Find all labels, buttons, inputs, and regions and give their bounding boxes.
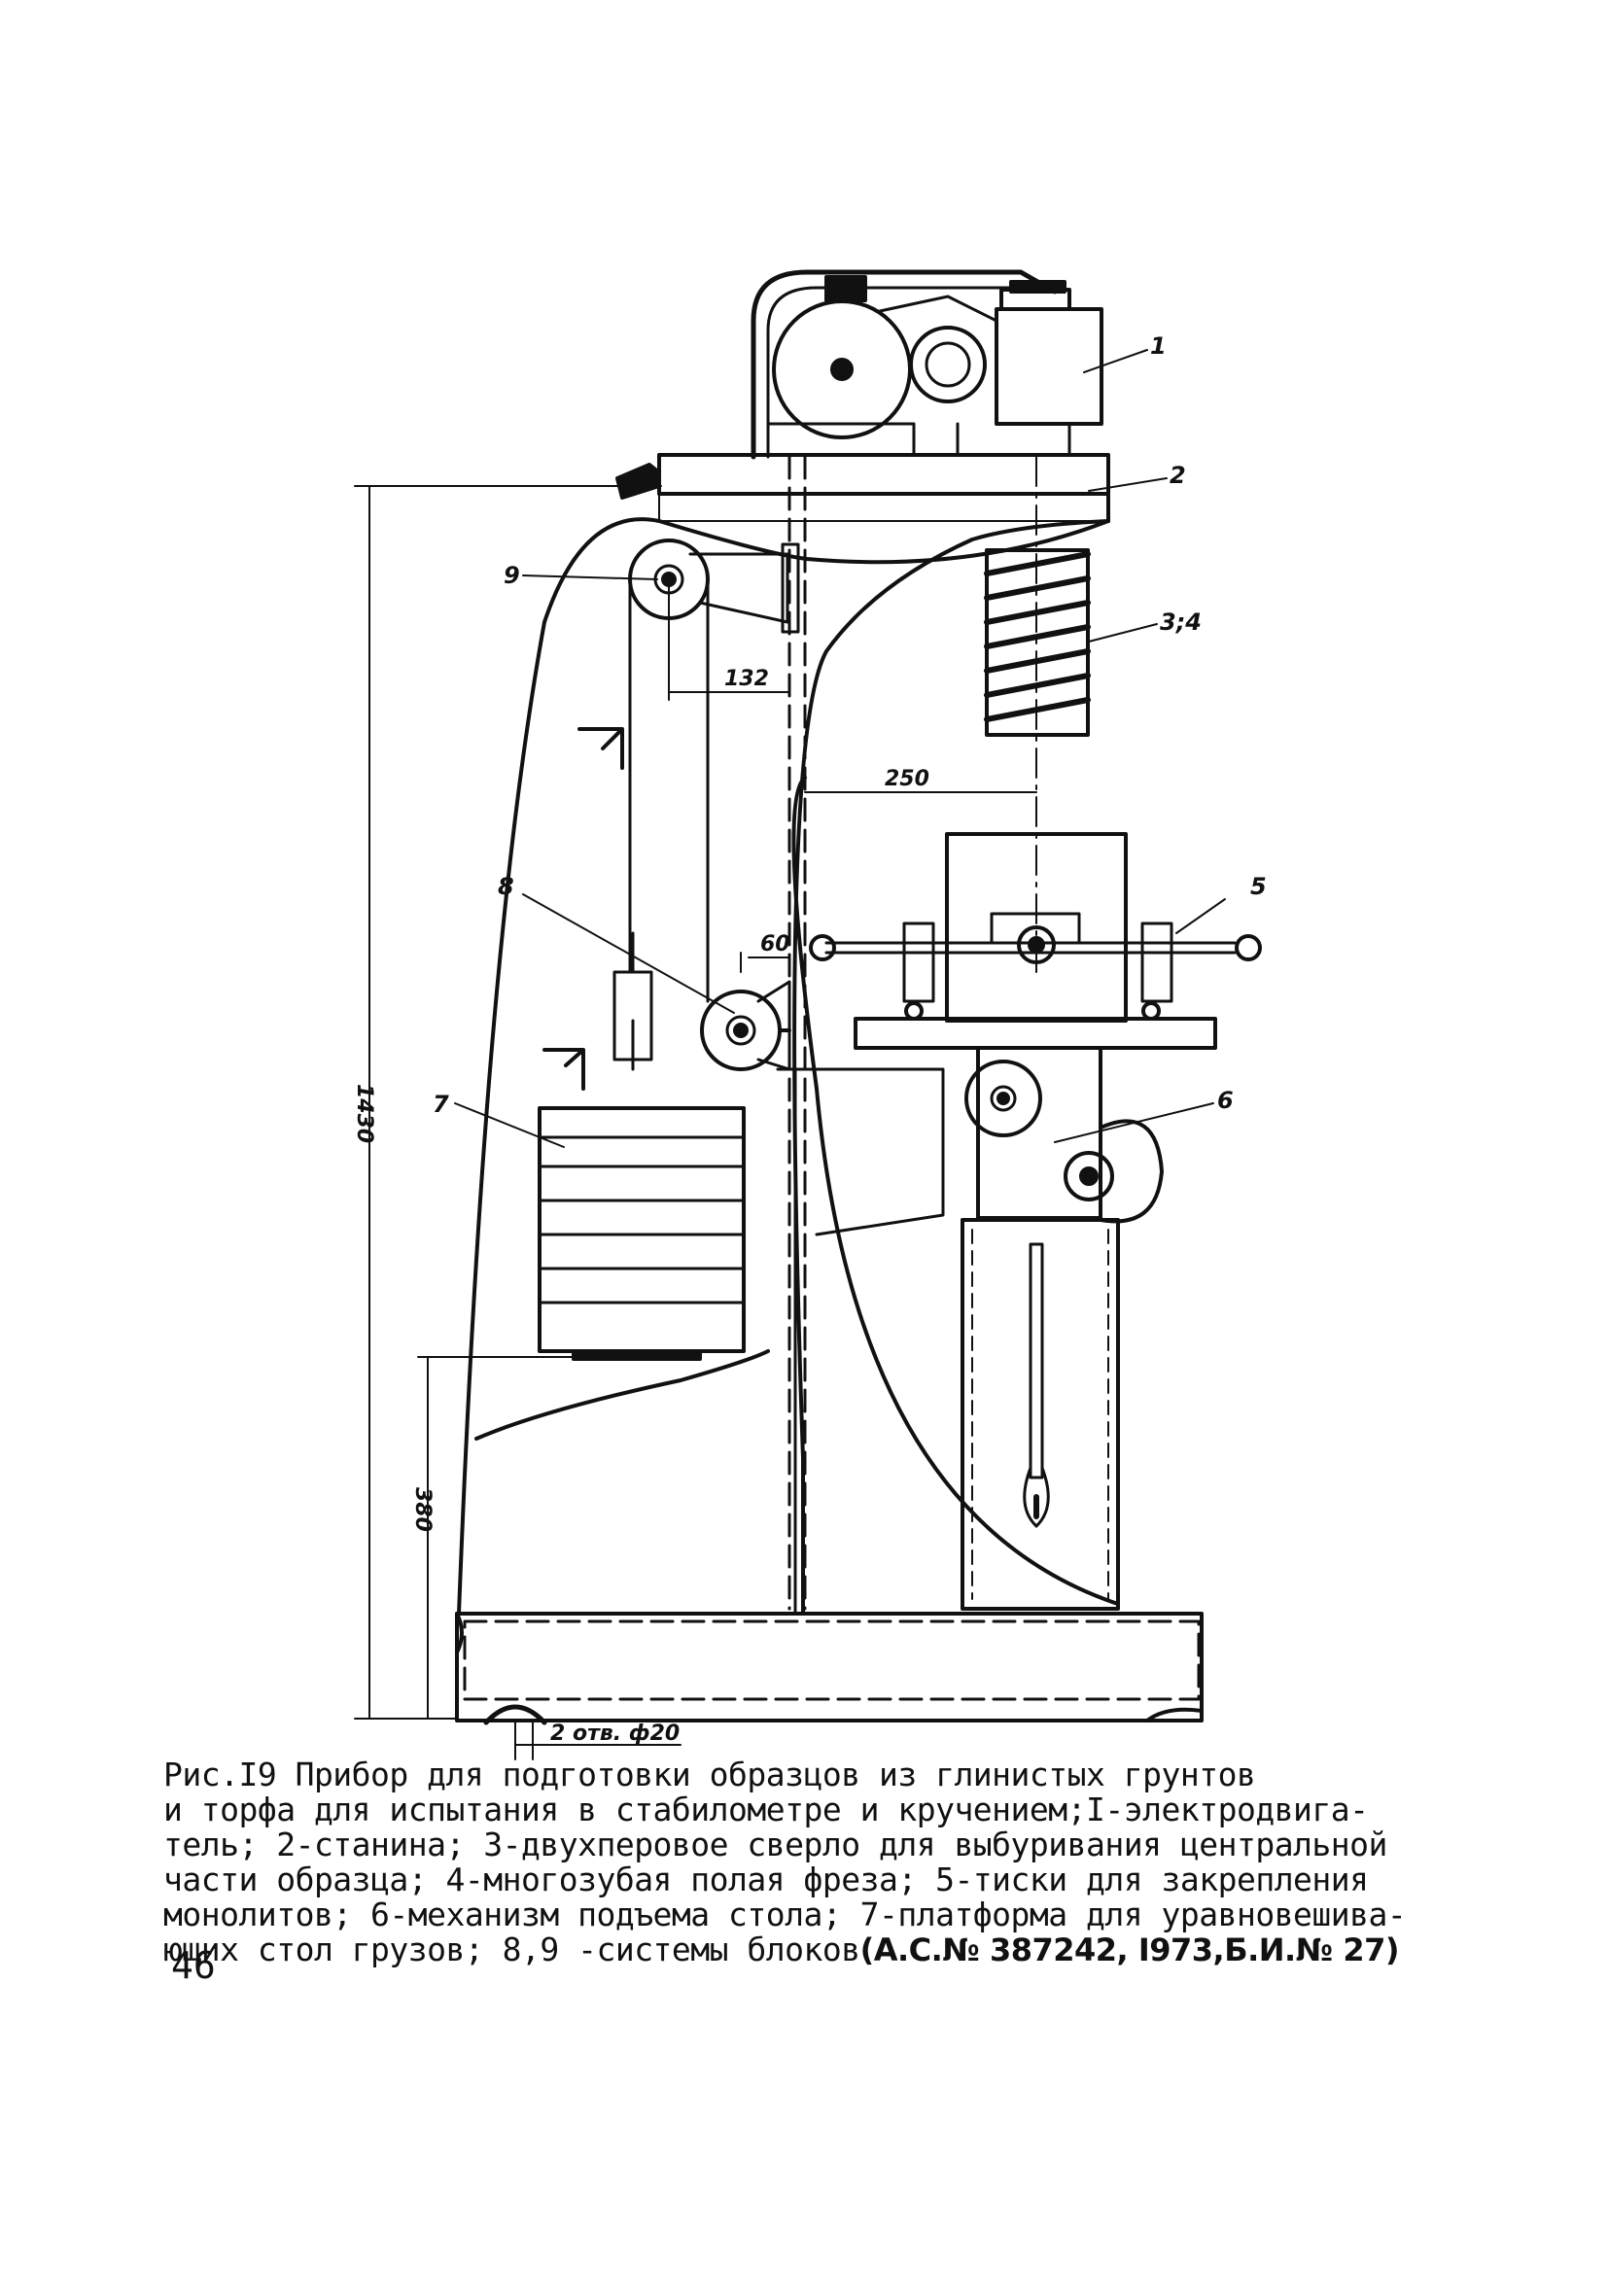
callout-3-4: 3;4: [1160, 609, 1202, 636]
caption-line-6: ющих стол грузов; 8,9 -системы блоков(А.…: [163, 1931, 1427, 1968]
pulley-8: [700, 980, 791, 1071]
pulley-9: [628, 539, 800, 1003]
caption-line-5: монолитов; 6-механизм подъема стола; 7-п…: [163, 1896, 1407, 1933]
caption-line-1: Рис.I9 Прибор для подготовки образцов из…: [163, 1756, 1256, 1793]
vise-and-table: [809, 832, 1262, 1050]
table-lift-mechanism: [776, 1046, 1164, 1611]
top-plate: [615, 453, 1110, 522]
page-number: 46: [171, 1944, 216, 1987]
callout-7: 7: [433, 1091, 449, 1118]
dimension-132: 132: [724, 667, 769, 691]
electric-motor: [751, 269, 1103, 460]
caption-line-3: тель; 2-станина; 3-двухперовое сверло дл…: [163, 1826, 1387, 1863]
callout-9: 9: [504, 562, 520, 589]
callout-6: 6: [1217, 1087, 1234, 1114]
dimension-1430: 1430: [352, 1084, 376, 1143]
figure-caption: Рис.I9 Прибор для подготовки образцов из…: [163, 1756, 1427, 1968]
callout-leaders: [454, 349, 1226, 1148]
dimension-lines: [354, 485, 1037, 1760]
callout-2: 2: [1170, 462, 1186, 489]
callout-5: 5: [1250, 873, 1267, 900]
dimension-60: 60: [760, 932, 790, 957]
counterweight-stack: [538, 931, 746, 1361]
dimension-380: 380: [410, 1487, 435, 1532]
frame: [457, 492, 1120, 1616]
drill-cutter: [984, 456, 1091, 973]
dimension-250: 250: [885, 767, 929, 791]
dimension-holes: 2 отв. ф20: [550, 1722, 680, 1746]
caption-line-6-text: ющих стол грузов; 8,9 -системы блоков: [163, 1931, 860, 1968]
base: [455, 1612, 1204, 1725]
caption-line-4: части образца; 4-многозубая полая фреза;…: [163, 1861, 1369, 1898]
patent-reference: (А.С.№ 387242, I973,Б.И.№ 27): [859, 1931, 1400, 1968]
caption-line-2: и торфа для испытания в стабилометре и к…: [163, 1791, 1369, 1828]
callout-1: 1: [1150, 332, 1167, 360]
callout-8: 8: [498, 873, 514, 900]
